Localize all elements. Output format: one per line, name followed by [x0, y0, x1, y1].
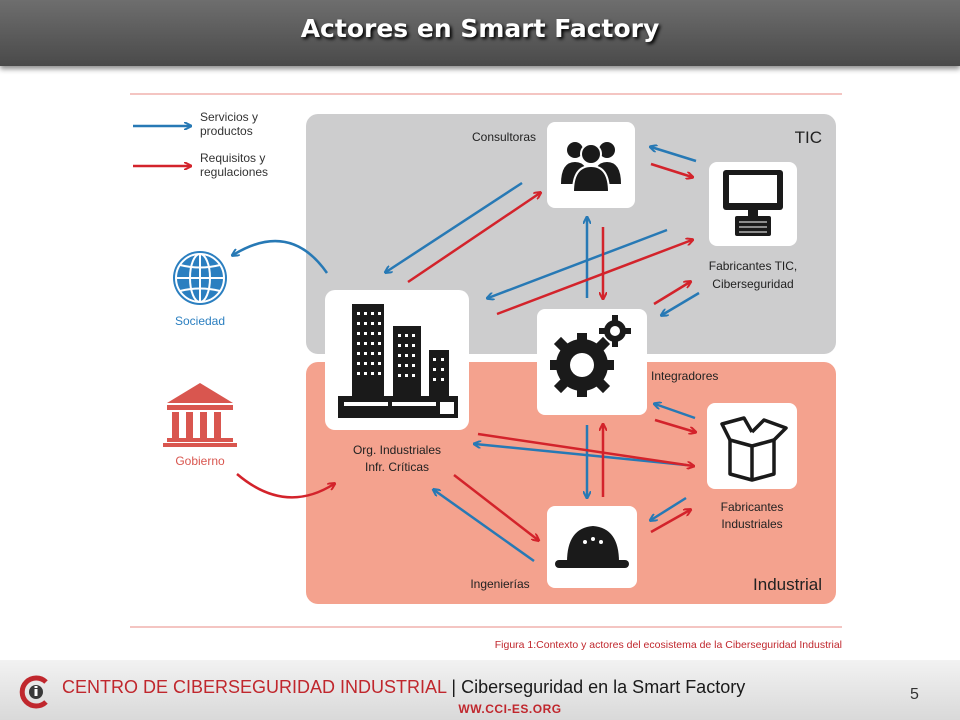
fabricantes-ind-label-2: Industriales — [721, 517, 782, 531]
arrow-consultoras-to-org — [386, 181, 523, 272]
arrow-integradores-to-fabtic — [653, 282, 690, 306]
tic-zone-label: TIC — [795, 128, 822, 147]
footer-separator: | — [446, 677, 462, 697]
page-number: 5 — [910, 686, 919, 703]
integradores-label: Integradores — [651, 369, 718, 383]
red-arrows — [236, 162, 695, 540]
box-icon — [720, 416, 788, 482]
arrow-org-to-consultoras — [407, 193, 540, 284]
arrow-from-gobierno — [236, 473, 334, 499]
arrow-integradores-to-fabind — [654, 418, 695, 432]
arrow-consultoras-to-fabtic — [650, 162, 692, 177]
arrow-fabtic-to-consultoras — [651, 147, 697, 163]
consultoras-label: Consultoras — [472, 130, 536, 144]
arrow-org-to-ingenierias — [453, 474, 538, 540]
arrow-fabtic-to-org — [488, 228, 668, 298]
hardhat-icon — [555, 526, 629, 568]
org-industriales-label-2: Infr. Críticas — [365, 460, 429, 474]
arrow-fabind-to-integradores — [655, 404, 696, 420]
arrow-ingenierias-to-fabind — [650, 510, 690, 534]
arrow-fabtic-to-integradores — [662, 291, 700, 315]
globe-icon — [173, 251, 227, 305]
arrow-org-to-fabtic — [496, 240, 692, 316]
sociedad-label: Sociedad — [175, 314, 225, 328]
blue-arrows — [233, 147, 700, 563]
legend: Servicios y productos Requisitos y regul… — [133, 110, 268, 179]
government-building-icon — [163, 383, 237, 447]
fabricantes-ind-label-1: Fabricantes — [721, 500, 784, 514]
legend-blue-label-2: productos — [200, 124, 253, 138]
gobierno-label: Gobierno — [175, 454, 225, 468]
arrow-ingenierias-to-org — [434, 490, 535, 563]
buildings-icon — [338, 304, 458, 418]
legend-red-label-1: Requisitos y — [200, 151, 265, 165]
footer-org-name: CENTRO DE CIBERSEGURIDAD INDUSTRIAL — [62, 677, 447, 697]
computer-icon — [723, 170, 783, 236]
cci-logo — [19, 675, 48, 709]
group-icon — [561, 142, 621, 193]
arrow-fabind-to-ingenierias — [651, 496, 687, 520]
footer-text: CENTRO DE CIBERSEGURIDAD INDUSTRIAL | Ci… — [62, 677, 745, 698]
industrial-zone-label: Industrial — [753, 575, 822, 594]
slide-title: Actores en Smart Factory — [300, 14, 660, 43]
legend-blue-label-1: Servicios y — [200, 110, 258, 124]
legend-red-label-2: regulaciones — [200, 165, 268, 179]
footer-url[interactable]: WW.CCI-ES.ORG — [458, 702, 562, 716]
arrow-org-to-fabind — [477, 432, 693, 466]
arrow-fabind-to-org — [475, 444, 687, 467]
fabricantes-tic-label-1: Fabricantes TIC, — [709, 259, 797, 273]
ingenierias-label: Ingenierías — [470, 577, 529, 591]
footer-doc-title: Ciberseguridad en la Smart Factory — [461, 677, 746, 697]
fabricantes-tic-label-2: Ciberseguridad — [712, 277, 793, 291]
title-bar — [0, 0, 960, 66]
gears-icon — [550, 315, 631, 397]
arrow-to-sociedad — [233, 239, 329, 274]
footer-bar — [0, 660, 960, 720]
org-industriales-label-1: Org. Industriales — [353, 443, 441, 457]
figure-caption: Figura 1:Contexto y actores del ecosiste… — [495, 639, 842, 651]
